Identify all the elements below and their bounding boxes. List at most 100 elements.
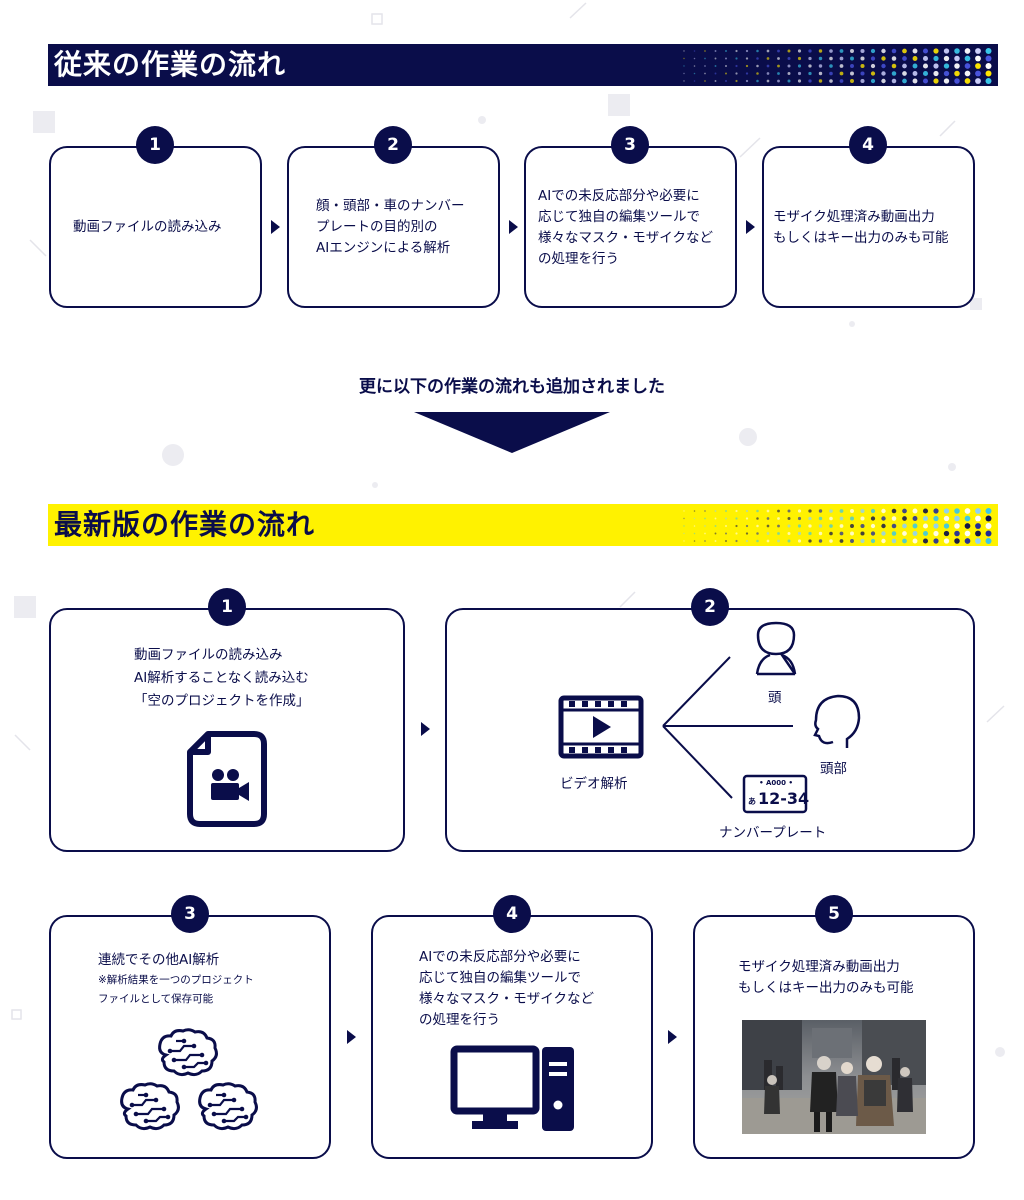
banner-dot (860, 71, 865, 76)
banner-dot (943, 70, 950, 77)
banner-dot (839, 516, 844, 521)
banner-dot (797, 71, 802, 76)
banner-dot (777, 49, 780, 53)
banner-dot (985, 78, 992, 84)
old-step-4-line-2: もしくはキー出力のみも可能 (773, 230, 949, 246)
banner-dot (756, 64, 759, 68)
old-step-card-3 (524, 146, 737, 308)
banner-dot (787, 72, 791, 75)
banner-dot (693, 57, 696, 60)
banner-dot (829, 516, 833, 521)
banner-dot (787, 79, 791, 83)
banner-dot (954, 55, 960, 62)
banner-dot (922, 55, 929, 62)
banner-dot (745, 64, 749, 68)
banner-dot (808, 531, 812, 536)
banner-dot (975, 515, 981, 522)
new-step-4-line-3: 様々なマスク・モザイクなど (419, 991, 594, 1007)
banner-dot (891, 523, 897, 529)
banner-dot (818, 79, 823, 83)
banner-dot (787, 49, 791, 53)
banner-dot (829, 539, 833, 543)
banner-dot (881, 508, 886, 514)
new-step-number-5: 5 (815, 895, 853, 933)
banner-dot (954, 70, 960, 77)
banner-dot (704, 525, 706, 527)
banner-dot (818, 49, 823, 53)
banner-dot (943, 63, 950, 69)
new-step-text-5: モザイク処理済み動画出力 もしくはキー出力のみも可能 (738, 957, 914, 999)
banner-dot (808, 509, 812, 513)
banner-dot (724, 509, 728, 513)
banner-dot (745, 79, 749, 83)
old-step-1-line-1: 動画ファイルの読み込み (73, 219, 222, 235)
banner-dot (766, 72, 770, 75)
banner-dot (797, 539, 802, 543)
banner-dot (683, 72, 685, 75)
banner-dot (704, 65, 706, 67)
banner-dot (808, 79, 812, 83)
banner-dot (735, 79, 738, 83)
banner-dot (704, 510, 706, 512)
old-step-4-line-1: モザイク処理済み動画出力 (773, 209, 935, 225)
banner-dot (724, 72, 728, 75)
banner-dot (964, 48, 971, 54)
old-step-2-line-1: 顔・頭部・車のナンバー (316, 198, 465, 214)
banner-dot (797, 56, 802, 61)
banner-dot (881, 523, 886, 529)
banner-dot (787, 524, 791, 528)
plate-number-text: 12-34 (758, 789, 810, 808)
banner-dot (818, 56, 823, 61)
banner-dot (850, 531, 854, 536)
old-step-3-line-2: 応じて独自の編集ツールで (538, 209, 700, 225)
banner-dot (704, 80, 706, 82)
banner-dot (954, 515, 960, 522)
banner-dot (693, 517, 696, 520)
new-step-text-4: AIでの未反応部分や必要に 応じて独自の編集ツールで 様々なマスク・モザイクなど… (419, 947, 594, 1031)
banner-dot (975, 78, 981, 84)
banner-dot (985, 538, 992, 544)
banner-dot (964, 55, 971, 62)
banner-dot (943, 55, 950, 62)
new-step-1-line-3: 「空のプロジェクトを作成」 (134, 693, 310, 709)
banner-dot (766, 79, 770, 83)
new-step-card-4 (371, 915, 653, 1159)
banner-dot (808, 64, 812, 68)
banner-dot (954, 48, 960, 54)
banner-dot (902, 531, 907, 536)
banner-dot (839, 509, 844, 513)
old-flow-arrow-2 (509, 220, 518, 234)
target-face-label: 頭 (768, 690, 782, 706)
banner-dot (777, 539, 780, 543)
banner-dot (933, 70, 939, 77)
banner-dot (714, 517, 717, 520)
old-step-2-line-2: プレートの目的別の (316, 219, 438, 235)
banner-dot (902, 508, 907, 514)
new-step-3-note-2: ファイルとして保存可能 (98, 993, 214, 1005)
banner-dot (933, 48, 939, 54)
banner-dot (902, 48, 907, 54)
banner-dot (829, 71, 833, 76)
banner-dot (714, 540, 717, 542)
banner-dot (714, 80, 717, 82)
banner-dot (881, 71, 886, 76)
target-head-label: 頭部 (820, 761, 847, 777)
banner-dot (954, 523, 960, 529)
new-step-number-1: 1 (208, 588, 246, 626)
banner-dot (912, 78, 918, 84)
banner-dot (724, 57, 728, 60)
banner-dot (985, 70, 992, 77)
banner-dot (787, 509, 791, 513)
old-step-text-4: モザイク処理済み動画出力 もしくはキー出力のみも可能 (773, 207, 949, 249)
banner-dot (787, 517, 791, 520)
banner-dot (891, 531, 897, 536)
old-step-number-4: 4 (849, 126, 887, 164)
banner-dot (870, 48, 876, 54)
banner-dot (735, 524, 738, 528)
banner-dot (912, 508, 918, 514)
plate-kana-text: あ (748, 797, 756, 806)
banner-dot (870, 523, 876, 529)
brain-icon-group (120, 1028, 258, 1131)
banner-dot (777, 532, 780, 535)
banner-dot (839, 524, 844, 528)
